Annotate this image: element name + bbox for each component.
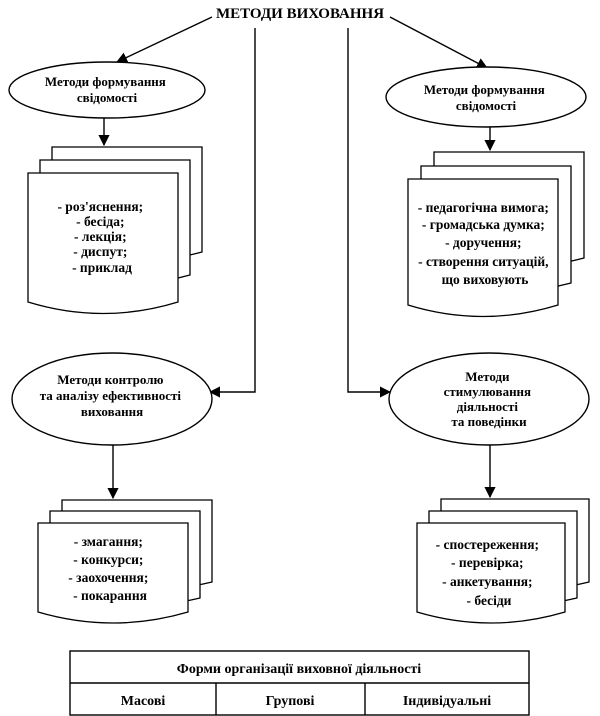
doc-page-front [407,178,559,318]
doc-page-front [37,522,189,624]
list-stack-top-left: - роз'яснення; - бесіда; - лекція; - дис… [27,146,203,315]
ellipse-top-right: Методи формування свідомості [385,66,587,128]
ellipse-top-left: Методи формування свідомості [8,61,206,119]
ellipse-text: Методи контролю та аналізу ефективності … [40,372,185,419]
list-stack-top-right: - педагогічна вимога; - громадська думка… [407,151,585,318]
list-item: - бесіда; [76,214,124,229]
list-item: - покарання [73,588,147,603]
ellipse-line: свідомості [77,90,138,105]
list-item: - приклад [72,260,132,275]
list-item: - створення ситуацій, [418,254,548,269]
ellipse-shape [385,66,587,128]
list-item: - спостереження; [436,537,539,552]
arrow-title-to-bottom-right [347,28,392,398]
list-item: - диспут; [73,244,127,259]
ellipse-line: стимулювання [444,384,531,399]
list-stack-bottom-left: - змагання; - конкурси; - заохочення; - … [37,499,213,624]
ellipse-shape [11,352,213,446]
doc-page-front [27,172,179,315]
ellipse-shape [8,61,206,119]
list-text: - спостереження; - перевірка; - анкетува… [436,537,543,608]
ellipse-line: свідомості [456,98,517,113]
list-item: - заохочення; [68,570,148,585]
table-column-indyvidualni: Індивідуальні [403,694,491,709]
ellipse-line: Методи контролю [57,372,163,387]
list-item: - змагання; [74,534,143,549]
doc-page-front [416,522,566,624]
arrow-title-to-top-right [389,16,488,69]
ellipse-shape [388,352,590,446]
table-header: Форми організації виховної діяльності [177,662,421,677]
list-item: що виховують [442,272,529,287]
ellipse-line: Методи формування [45,74,166,89]
list-item: - педагогічна вимога; [418,200,549,215]
list-stack-bottom-right: - спостереження; - перевірка; - анкетува… [416,498,590,624]
list-item: - роз'яснення; [57,199,143,214]
ellipse-line: виховання [81,404,143,419]
ellipse-line: діяльності [457,399,519,414]
ellipse-line: Методи [465,369,510,384]
arrow-title-to-top-left [115,16,213,63]
forms-table: Форми організації виховної діяльності Ма… [69,650,530,716]
list-text: - роз'яснення; - бесіда; - лекція; - дис… [57,199,146,275]
ellipse-line: Методи формування [424,82,545,97]
ellipse-text: Методи стимулювання діяльності та поведі… [444,369,535,429]
list-text: - педагогічна вимога; - громадська думка… [418,200,553,287]
list-item: - доручення; [445,235,522,250]
list-item: - громадська думка; [422,217,545,232]
ellipse-line: та поведінки [451,414,527,429]
table-column-hrupovi: Групові [266,694,315,709]
list-item: - лекція; [74,229,127,244]
table-column-masovi: Масові [121,694,166,709]
list-text: - змагання; - конкурси; - заохочення; - … [68,534,151,603]
connectors [98,16,496,500]
ellipse-text: Методи формування свідомості [45,74,169,105]
list-item: - конкурси; [73,552,143,567]
list-item: - анкетування; [442,574,532,589]
diagram-title: МЕТОДИ ВИХОВАННЯ [216,6,384,22]
ellipse-line: та аналізу ефективності [40,388,182,403]
arrow-title-to-bottom-left [208,28,256,398]
list-item: - перевірка; [451,555,524,570]
ellipse-bottom-right: Методи стимулювання діяльності та поведі… [388,352,590,446]
ellipse-text: Методи формування свідомості [424,82,548,113]
ellipse-bottom-left: Методи контролю та аналізу ефективності … [11,352,213,446]
list-item: - бесіди [467,593,512,608]
